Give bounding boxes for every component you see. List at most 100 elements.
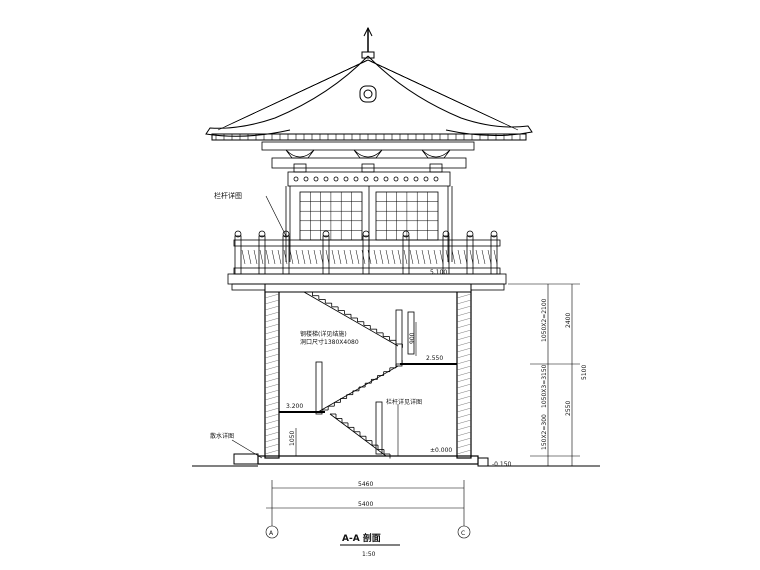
wall-hatch-line [264, 407, 280, 413]
handrail-callout: 栏杆详见详图 [386, 398, 422, 406]
wall-hatch-line [264, 323, 280, 329]
frieze-ornament [403, 176, 409, 182]
plinth-left [233, 453, 259, 465]
roof-outline-right [367, 55, 533, 137]
axis-label-right: C [461, 530, 465, 537]
rail-lattice [421, 249, 426, 265]
bracket-set [421, 149, 451, 159]
elev-first: 3.200 [286, 403, 303, 410]
wall-hatch-line [264, 365, 280, 371]
rail-lattice [295, 249, 300, 265]
wall-hatch-line [456, 395, 472, 401]
baluster-cap [322, 230, 330, 238]
wall-hatch-line [456, 329, 472, 335]
roof-outline-left [205, 55, 369, 137]
baluster-post [402, 235, 410, 275]
roof-plaque-icon [359, 85, 377, 103]
baluster-cap [234, 230, 242, 238]
rail-lattice [433, 249, 438, 265]
wall-hatch-line [456, 449, 472, 455]
roof-tile-line [217, 59, 369, 131]
rail-lattice [259, 249, 264, 265]
rail-lattice [475, 249, 480, 265]
frieze-ornament [373, 176, 379, 182]
wall-hatch-line [264, 311, 280, 317]
frieze-ornament [413, 176, 419, 182]
baluster-cap [362, 230, 370, 238]
rail-lattice [445, 249, 450, 265]
baluster-cap [442, 230, 450, 238]
dim-seg-b-label: 1050X3=3150 [541, 364, 548, 408]
rail-lattice [379, 249, 384, 265]
roof [205, 26, 533, 141]
axis-label-left: A [269, 530, 274, 537]
frieze-ornament [343, 176, 349, 182]
frieze-ornament [423, 176, 429, 182]
bracket-set [353, 149, 383, 159]
rail-lattice [337, 249, 342, 265]
wall-hatch-line [264, 437, 280, 443]
wall-hatch-line [264, 401, 280, 407]
lower-storey [192, 283, 600, 467]
plinth-callout: 散水详图 [210, 432, 234, 440]
wall-hatch-line [264, 383, 280, 389]
roof-tiles [217, 59, 519, 131]
wall-hatch-line [264, 449, 280, 455]
stairs [303, 291, 415, 459]
rail-lattice [427, 249, 432, 265]
leader-plinth [231, 439, 263, 459]
leader-railing [265, 195, 287, 237]
rail-lattice [451, 249, 456, 265]
axis-bubble-left [265, 525, 279, 539]
dim-outer-label: 5400 [358, 501, 373, 508]
elev-ground: ±0.000 [430, 447, 452, 454]
wall-hatch-line [264, 353, 280, 359]
rail-lattice [253, 249, 258, 265]
frieze-ornament [333, 176, 339, 182]
wall-hatch-line [456, 413, 472, 419]
rail-lattice [397, 249, 402, 265]
rail-lattice [283, 249, 288, 265]
wall-hatch-line [264, 419, 280, 425]
frieze-ornament [433, 176, 439, 182]
wall-hatch-line [456, 419, 472, 425]
wall-hatch-line [264, 299, 280, 305]
balcony-floor [227, 273, 507, 285]
rail-lattice [325, 249, 330, 265]
axis-bubble-right [457, 525, 471, 539]
baluster-cap [402, 230, 410, 238]
baluster-post [258, 235, 266, 275]
wall-hatch-line [456, 389, 472, 395]
frieze-ornament [323, 176, 329, 182]
newel-post-lower [375, 401, 383, 455]
rail-lattice [409, 249, 414, 265]
elev-landing: 2.550 [426, 355, 443, 362]
section-scale: 1:50 [362, 551, 376, 558]
roof-eave-band [211, 133, 527, 141]
rail-lattice [487, 249, 492, 265]
rail-lattice [343, 249, 348, 265]
balcony-rail-top [233, 239, 501, 247]
rail-lattice [349, 249, 354, 265]
wall-hatch-line [264, 359, 280, 365]
ground-slab [257, 455, 479, 465]
dim-total-label: 5100 [581, 365, 588, 380]
newel-post-upper [395, 309, 403, 367]
baluster-cap [282, 230, 290, 238]
wall-hatch-line [456, 335, 472, 341]
wall-hatch-line [264, 293, 280, 299]
wall-hatch-line [264, 413, 280, 419]
stair-stringer-upper [303, 291, 399, 347]
rail-lattice [391, 249, 396, 265]
rail-lattice [361, 249, 366, 265]
rail-lattice [319, 249, 324, 265]
rail-lattice [277, 249, 282, 265]
frieze [287, 171, 451, 187]
rail-lattice [469, 249, 474, 265]
wall-hatch-line [456, 431, 472, 437]
dim-lower-label: 2550 [565, 401, 572, 416]
rail-lattice [241, 249, 246, 265]
rail-lattice [247, 249, 252, 265]
rail-lattice [307, 249, 312, 265]
rail-lattice [439, 249, 444, 265]
